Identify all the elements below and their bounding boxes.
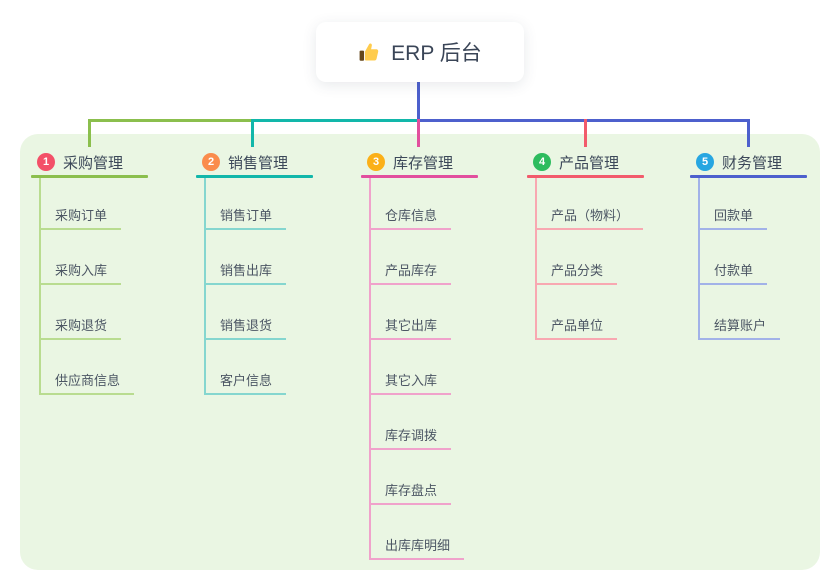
branch-3-header[interactable]: 3 库存管理 [367, 149, 453, 175]
branch-underline [196, 175, 313, 178]
branch-label: 财务管理 [722, 154, 783, 172]
child-item[interactable]: 其它出库 [369, 313, 452, 340]
connector-drop [417, 119, 420, 147]
child-item[interactable]: 库存调拨 [369, 423, 452, 450]
branch-number-badge: 4 [533, 153, 551, 171]
branch-5-header[interactable]: 5 财务管理 [696, 149, 782, 175]
child-item[interactable]: 采购入库 [39, 258, 122, 285]
child-item[interactable]: 结算账户 [698, 313, 781, 340]
connector-drop [88, 119, 91, 147]
child-item[interactable]: 采购退货 [39, 313, 122, 340]
child-item[interactable]: 库存盘点 [369, 478, 452, 505]
child-item[interactable]: 采购订单 [39, 203, 122, 230]
child-item[interactable]: 销售出库 [204, 258, 287, 285]
branch-underline [31, 175, 148, 178]
child-item[interactable]: 客户信息 [204, 368, 287, 395]
branch-underline [690, 175, 807, 178]
child-item[interactable]: 产品（物料） [535, 203, 644, 230]
connector-drop [251, 119, 254, 147]
thumbs-up-icon [358, 41, 381, 64]
root-stem-line [417, 82, 420, 122]
child-item[interactable]: 付款单 [698, 258, 768, 285]
children-connector-line [698, 178, 700, 340]
branch-4-header[interactable]: 4 产品管理 [533, 149, 619, 175]
branch-underline [527, 175, 644, 178]
branch-label: 销售管理 [228, 154, 289, 172]
branch-number-badge: 3 [367, 153, 385, 171]
branch-number-badge: 2 [202, 153, 220, 171]
child-item[interactable]: 供应商信息 [39, 368, 135, 395]
branch-label: 库存管理 [393, 154, 454, 172]
child-item[interactable]: 其它入库 [369, 368, 452, 395]
child-item[interactable]: 仓库信息 [369, 203, 452, 230]
connector-segment [252, 119, 420, 122]
connector-drop [584, 119, 587, 147]
child-item[interactable]: 出库库明细 [369, 533, 465, 560]
child-item[interactable]: 回款单 [698, 203, 768, 230]
branch-number-badge: 5 [696, 153, 714, 171]
connector-drop [747, 119, 750, 147]
connector-segment [89, 119, 254, 122]
branch-label: 采购管理 [63, 154, 124, 172]
child-item[interactable]: 产品库存 [369, 258, 452, 285]
children-connector-line [39, 178, 41, 395]
root-node[interactable]: ERP 后台 [316, 22, 524, 82]
children-connector-line [369, 178, 371, 560]
branch-2-header[interactable]: 2 销售管理 [202, 149, 288, 175]
children-connector-line [535, 178, 537, 340]
children-connector-line [204, 178, 206, 395]
child-item[interactable]: 销售订单 [204, 203, 287, 230]
branch-number-badge: 1 [37, 153, 55, 171]
root-label: ERP 后台 [391, 42, 482, 65]
branch-1-header[interactable]: 1 采购管理 [37, 149, 123, 175]
child-item[interactable]: 产品分类 [535, 258, 618, 285]
branches-panel [20, 134, 820, 570]
child-item[interactable]: 销售退货 [204, 313, 287, 340]
child-item[interactable]: 产品单位 [535, 313, 618, 340]
branch-label: 产品管理 [559, 154, 620, 172]
branch-underline [361, 175, 478, 178]
